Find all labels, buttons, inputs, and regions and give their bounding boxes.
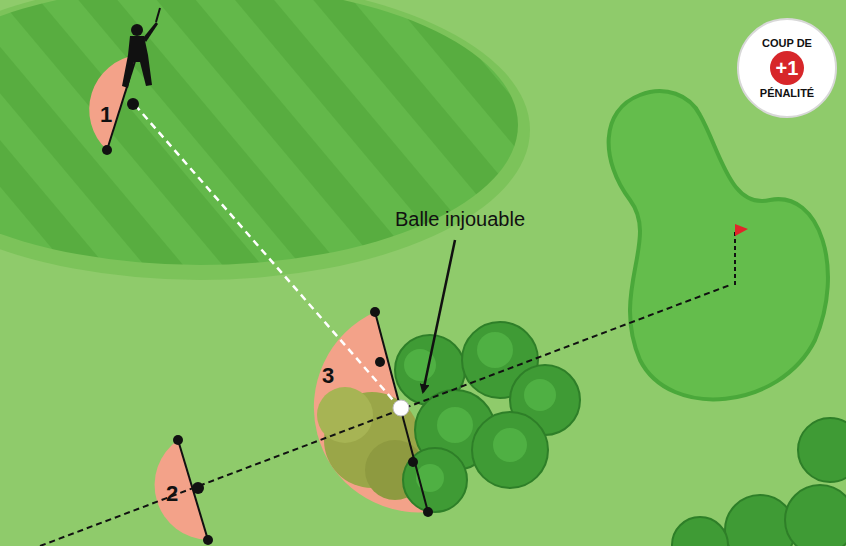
- callout-label: Balle injouable: [395, 208, 525, 231]
- penalty-badge: COUP DE +1PÉNALITÉ: [737, 18, 837, 118]
- relief-area: 3: [322, 365, 334, 387]
- callout-number: 1: [100, 104, 112, 126]
- relief-area: 2: [166, 483, 178, 505]
- callout-number: 3: [322, 365, 334, 387]
- badge-text: COUP DE: [762, 37, 812, 49]
- badge-text: PÉNALITÉ: [760, 87, 814, 99]
- penalty-number: +1: [770, 51, 804, 85]
- callout-number: 2: [166, 483, 178, 505]
- relief-area: 1: [100, 104, 112, 126]
